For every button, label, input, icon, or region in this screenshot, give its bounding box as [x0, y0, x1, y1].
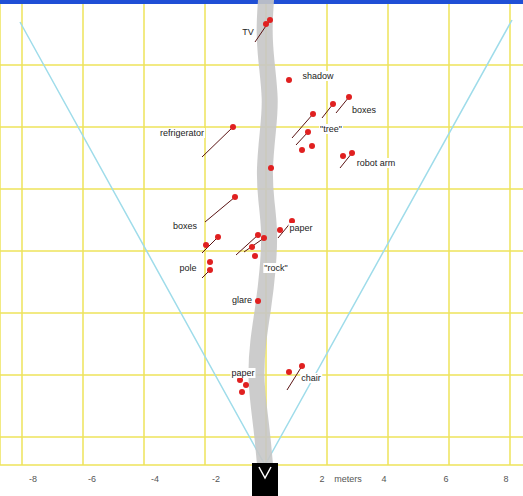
feature-line	[202, 237, 218, 253]
robot-heading	[259, 467, 271, 478]
feature-dot	[239, 389, 245, 395]
feature-line	[336, 97, 349, 113]
feature-label: refrigerator	[159, 128, 205, 138]
feature-dot	[299, 363, 305, 369]
feature-dot	[286, 77, 292, 83]
axis-label: -6	[87, 474, 97, 484]
feature-label: shadow	[301, 71, 334, 81]
feature-label: paper	[230, 368, 255, 378]
feature-label: TV	[241, 27, 255, 37]
feature-label: boxes	[172, 221, 198, 231]
feature-line	[292, 114, 313, 138]
grid-line	[21, 3, 23, 465]
feature-dot	[261, 235, 267, 241]
feature-dot	[243, 382, 249, 388]
feature-dot	[263, 21, 269, 27]
axis-label: 4	[380, 474, 387, 484]
feature-label: glare	[231, 295, 253, 305]
grid-line	[204, 3, 206, 465]
feature-label: "rock"	[263, 263, 288, 273]
axis-label: -8	[28, 474, 38, 484]
feature-label: paper	[288, 223, 313, 233]
feature-dot	[340, 153, 346, 159]
feature-dot	[232, 194, 238, 200]
feature-line	[244, 238, 264, 252]
feature-dot	[309, 143, 315, 149]
axis-label: 2	[318, 474, 325, 484]
axis-label: 8	[502, 474, 509, 484]
feature-dot	[299, 147, 305, 153]
grid-line	[0, 3, 1, 465]
features	[202, 17, 355, 395]
feature-line	[205, 197, 235, 222]
feature-dot	[310, 111, 316, 117]
feature-label: "tree"	[319, 124, 343, 134]
feature-dot	[277, 227, 283, 233]
feature-label: chair	[300, 373, 322, 383]
feature-dot	[255, 232, 261, 238]
feature-dot	[207, 259, 213, 265]
robot	[252, 463, 278, 496]
axis-label: -4	[150, 474, 160, 484]
feature-dot	[346, 94, 352, 100]
feature-dot	[249, 244, 255, 250]
feature-dot	[268, 165, 274, 171]
feature-dot	[252, 253, 258, 259]
feature-dot	[349, 150, 355, 156]
feature-dot	[330, 101, 336, 107]
axis-label: -2	[211, 474, 221, 484]
feature-label: robot arm	[356, 158, 397, 168]
feature-dot	[203, 242, 209, 248]
feature-dot	[305, 129, 311, 135]
axis-label: 6	[442, 474, 449, 484]
feature-line	[202, 127, 233, 157]
grid-line	[82, 3, 84, 465]
grid-line	[448, 3, 450, 465]
axis-label: meters	[333, 474, 363, 484]
feature-dot	[286, 369, 292, 375]
feature-line	[255, 20, 270, 42]
feature-dot	[230, 124, 236, 130]
grid-line	[387, 3, 389, 465]
feature-dot	[215, 234, 221, 240]
feature-label: pole	[178, 263, 197, 273]
grid-line	[509, 3, 511, 465]
grid-line	[143, 3, 145, 465]
feature-dot	[207, 267, 213, 273]
feature-dot	[255, 298, 261, 304]
feature-label: boxes	[351, 105, 377, 115]
